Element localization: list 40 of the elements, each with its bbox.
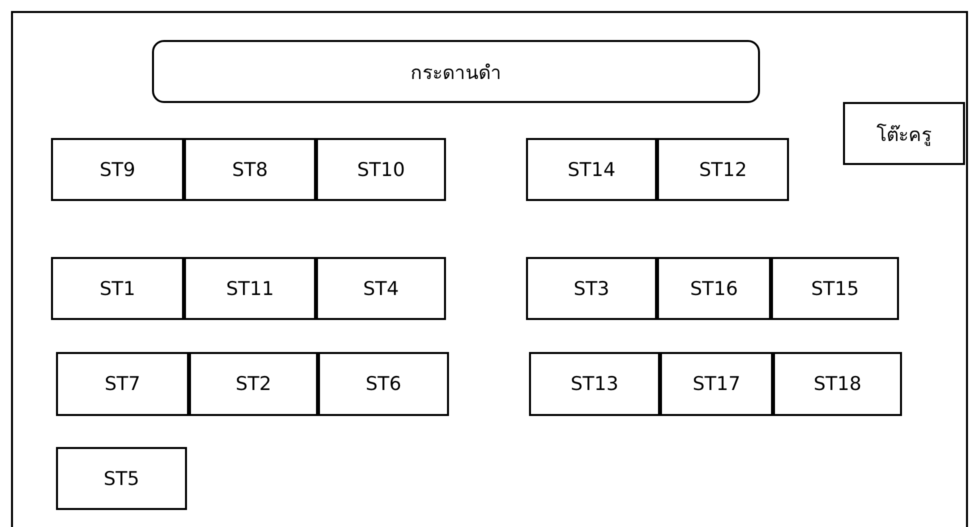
student-desk	[526, 138, 657, 201]
desk-label: ST17	[692, 373, 740, 395]
blackboard	[152, 40, 760, 103]
student-desk	[316, 257, 446, 320]
student-desk	[51, 138, 184, 201]
student-desk	[529, 352, 660, 416]
desk-label: ST8	[232, 158, 268, 180]
desk-label: ST7	[104, 373, 140, 395]
student-desk	[51, 257, 184, 320]
desk-label: ST1	[100, 278, 136, 300]
student-desk	[771, 257, 899, 320]
desk-label: ST18	[814, 373, 862, 395]
student-desk	[773, 352, 902, 416]
student-desk	[660, 352, 773, 416]
student-desk	[526, 257, 657, 320]
student-desk	[657, 138, 789, 201]
desk-label: ST3	[574, 278, 610, 300]
student-desk	[189, 352, 318, 416]
desk-label: ST12	[699, 158, 747, 180]
student-desk	[56, 447, 187, 510]
student-desk	[316, 138, 446, 201]
desk-label: ST10	[357, 158, 405, 180]
desk-label: ST13	[570, 373, 618, 395]
student-desk	[184, 138, 316, 201]
desk-label: ST16	[690, 278, 738, 300]
student-desk	[184, 257, 316, 320]
desk-label: ST2	[236, 373, 272, 395]
teacher-desk	[843, 102, 965, 165]
student-desk	[318, 352, 449, 416]
desk-label: ST6	[366, 373, 402, 395]
desk-label: โต๊ะครู	[876, 122, 932, 148]
desk-label: ST11	[226, 278, 274, 300]
desk-label: ST4	[363, 278, 399, 300]
desk-label: กระดานดำ	[410, 60, 502, 86]
student-desk	[56, 352, 189, 416]
desk-label: ST5	[104, 468, 140, 490]
desk-label: ST15	[811, 278, 859, 300]
desk-label: ST9	[100, 158, 136, 180]
desk-label: ST14	[568, 158, 616, 180]
student-desk	[657, 257, 771, 320]
